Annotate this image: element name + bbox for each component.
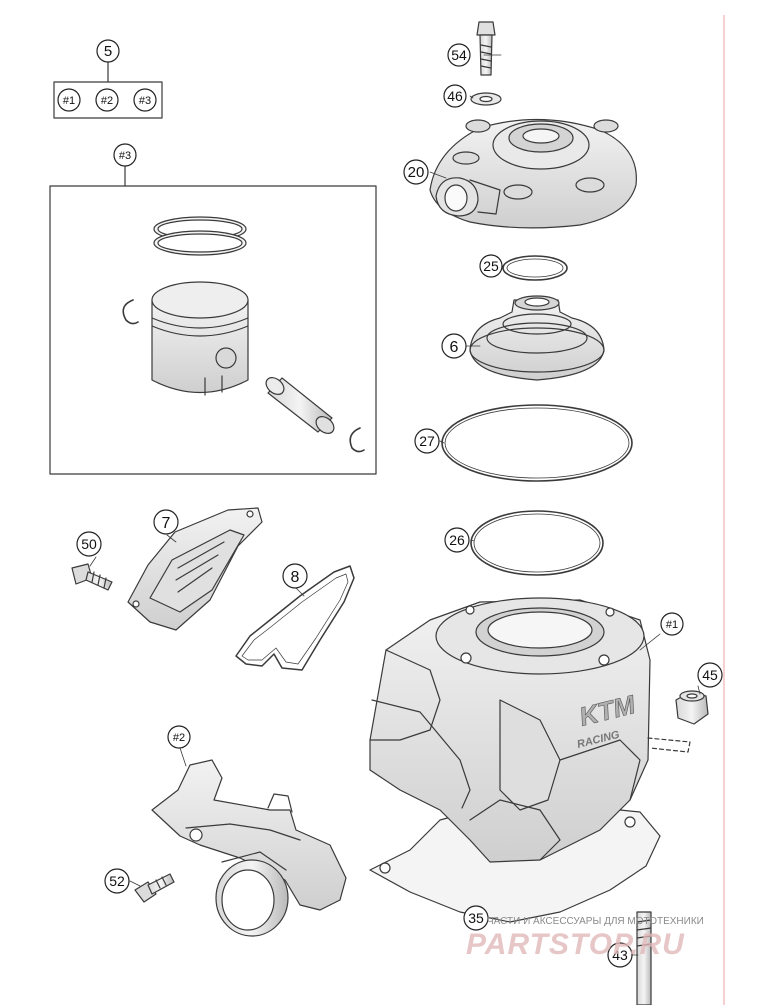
callout-kit-3: #3 (133, 88, 157, 112)
stud-43 (636, 911, 652, 1005)
head-insert-6 (469, 295, 605, 381)
callout-26: 26 (444, 527, 470, 553)
svg-text:25: 25 (483, 258, 499, 274)
svg-text:52: 52 (109, 873, 125, 889)
nut-45 (675, 690, 709, 725)
callout-6: 6 (441, 333, 467, 359)
svg-text:#3: #3 (119, 150, 131, 162)
washer-46 (470, 92, 502, 106)
o-ring-25 (502, 255, 568, 281)
cylinder-1: KTM RACING (369, 597, 691, 923)
exhaust-cover-7 (127, 507, 263, 631)
screw-50 (71, 563, 113, 591)
callout-8: 8 (282, 563, 308, 589)
svg-text:35: 35 (468, 910, 484, 926)
circlip-right (349, 427, 365, 453)
svg-text:20: 20 (408, 164, 425, 181)
svg-text:6: 6 (450, 339, 459, 356)
callout-kit-3-box: #3 (113, 143, 137, 167)
callout-7: 7 (153, 509, 179, 535)
callout-kit-2: #2 (95, 88, 119, 112)
cylinder-head-20 (429, 118, 637, 229)
svg-text:7: 7 (162, 515, 171, 532)
callout-27: 27 (414, 428, 440, 454)
svg-text:43: 43 (612, 947, 628, 963)
leader-lines (89, 54, 701, 956)
svg-text:5: 5 (104, 43, 112, 60)
exhaust-flange-2 (151, 759, 347, 937)
svg-text:27: 27 (419, 433, 435, 449)
callout-46: 46 (443, 84, 467, 108)
svg-text:#1: #1 (63, 95, 75, 107)
piston-rings (153, 216, 247, 256)
svg-text:54: 54 (451, 47, 467, 63)
piston-pin (265, 377, 335, 434)
screw-54 (476, 21, 496, 76)
svg-text:46: 46 (447, 88, 463, 104)
svg-text:50: 50 (81, 536, 97, 552)
callout-cylinder-1: #1 (660, 612, 684, 636)
kit-5-group (53, 61, 163, 119)
callout-50: 50 (76, 531, 102, 557)
gasket-26 (470, 510, 604, 576)
gasket-27 (441, 404, 633, 482)
callout-52: 52 (104, 868, 130, 894)
callout-43: 43 (607, 942, 633, 968)
svg-text:#2: #2 (101, 95, 113, 107)
watermark-tagline: ЧАСТИ И АКСЕССУАРЫ ДЛЯ МОТОТЕХНИКИ (487, 916, 704, 927)
callout-35: 35 (463, 905, 489, 931)
watermark: ЧАСТИ И АКСЕССУАРЫ ДЛЯ МОТОТЕХНИКИ PARTS… (466, 916, 704, 961)
gasket-8 (235, 565, 355, 671)
svg-text:26: 26 (449, 532, 465, 548)
svg-text:8: 8 (291, 569, 300, 586)
svg-text:#1: #1 (666, 619, 678, 631)
circlip-left (122, 299, 139, 325)
callout-45: 45 (697, 662, 723, 688)
svg-text:45: 45 (702, 667, 718, 683)
callout-kit-1: #1 (57, 88, 81, 112)
svg-text:#3: #3 (139, 95, 151, 107)
callout-54: 54 (447, 43, 471, 67)
callout-20: 20 (403, 159, 429, 185)
callout-5: 5 (96, 39, 120, 63)
callout-flange-2: #2 (167, 725, 191, 749)
svg-text:#2: #2 (173, 732, 185, 744)
piston (151, 281, 249, 396)
watermark-brand: PARTSTOP.RU (466, 928, 685, 961)
callout-25: 25 (479, 254, 503, 278)
screw-52 (134, 873, 175, 903)
kit-3-box (49, 165, 377, 475)
